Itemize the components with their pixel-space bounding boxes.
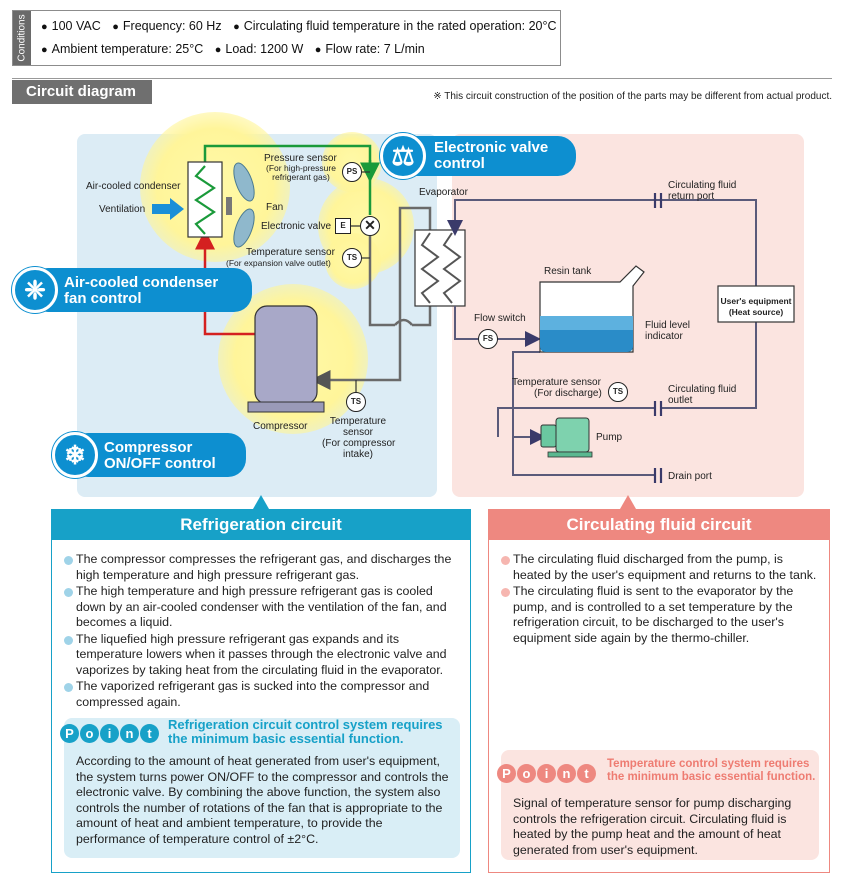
refrigeration-bullets: The compressor compresses the refrigeran…	[64, 552, 460, 711]
label-users-equipment: User's equipment (Heat source)	[720, 296, 792, 317]
bubble-compressor-text: Compressor ON/OFF control	[104, 439, 216, 472]
label-air-cooled-condenser: Air-cooled condenser	[86, 181, 181, 192]
ts-discharge-symbol: TS	[608, 382, 628, 402]
evaporator	[414, 229, 466, 307]
label-fan: Fan	[266, 202, 284, 213]
fan-icon: ❈	[12, 267, 58, 313]
electronic-valve-symbol: ✕	[360, 216, 380, 236]
refrigeration-panel: Refrigeration circuit The compressor com…	[51, 509, 471, 873]
ts-compressor-symbol: TS	[346, 392, 366, 412]
refrigerant-pipes	[310, 206, 432, 390]
list-item: The circulating fluid is sent to the eva…	[501, 584, 819, 646]
circulating-panel: Circulating fluid circuit The circulatin…	[488, 509, 830, 873]
label-drain-port: Drain port	[668, 471, 712, 482]
label-electronic-valve: Electronic valve	[261, 221, 332, 232]
list-item: The circulating fluid discharged from th…	[501, 552, 819, 583]
condition-item: Load: 1200 W	[215, 42, 304, 56]
label-temp-sensor-compressor: Temperature sensor (For compressor intak…	[322, 416, 396, 460]
circulating-point-body: Signal of temperature sensor for pump di…	[513, 796, 792, 857]
section-note: ※ This circuit construction of the posit…	[433, 91, 832, 102]
label-circ-return: Circulating fluid return port	[668, 180, 737, 202]
label-pressure-sensor: Pressure sensor	[264, 153, 337, 164]
resin-tank	[539, 265, 645, 353]
condition-item: 100 VAC	[41, 19, 101, 33]
conditions-line-1: 100 VAC Frequency: 60 Hz Circulating flu…	[41, 19, 565, 33]
ventilation-arrow	[152, 198, 184, 220]
section-title: Circuit diagram	[12, 80, 152, 104]
fan-icon	[226, 162, 255, 248]
section-rule	[12, 78, 832, 79]
electronic-valve-control-bubble: ⚖ Electronic valve control	[380, 133, 576, 179]
label-temp-sensor-expansion-sub: (For expansion valve outlet)	[226, 258, 331, 268]
list-item: The compressor compresses the refrigeran…	[64, 552, 460, 583]
refrigeration-pointer	[253, 495, 269, 509]
label-temp-sensor-discharge-sub: (For discharge)	[534, 388, 602, 399]
refrigeration-point-box: P o i n t Refrigeration circuit control …	[60, 717, 460, 858]
refrigeration-title: Refrigeration circuit	[52, 510, 470, 540]
label-temp-sensor-expansion: Temperature sensor	[246, 247, 335, 258]
condition-item: Circulating fluid temperature in the rat…	[233, 19, 556, 33]
label-flow-switch: Flow switch	[474, 313, 526, 324]
list-item: The high temperature and high pressure r…	[64, 584, 460, 631]
refrigeration-point-body: According to the amount of heat generate…	[76, 754, 449, 846]
conditions-line-2: Ambient temperature: 25°C Load: 1200 W F…	[41, 42, 433, 56]
bubble-valve-text: Electronic valve control	[434, 139, 549, 172]
circulating-title: Circulating fluid circuit	[489, 510, 829, 540]
air-cooled-condenser	[187, 161, 223, 238]
users-equipment-box	[717, 285, 795, 323]
ts-expansion-symbol: TS	[342, 248, 362, 268]
circulating-point-box: P o i n t Temperature control system req…	[497, 750, 819, 860]
label-evaporator: Evaporator	[419, 187, 468, 198]
list-item: The vaporized refrigerant gas is sucked …	[64, 679, 460, 710]
condition-item: Flow rate: 7 L/min	[315, 42, 425, 56]
list-item: The liquefied high pressure refrigerant …	[64, 632, 460, 679]
circulating-point-title: Temperature control system requires the …	[607, 758, 816, 783]
label-pressure-sensor-sub: (For high-pressure refrigerant gas)	[266, 163, 336, 182]
label-resin-tank: Resin tank	[544, 266, 592, 277]
label-ventilation: Ventilation	[99, 204, 146, 215]
point-badge: P o i n t	[497, 764, 597, 783]
connector	[262, 490, 320, 502]
label-fluid-level: Fluid level indicator	[645, 320, 691, 342]
compressor	[247, 305, 325, 413]
valve-icon: ⚖	[380, 133, 426, 179]
point-badge: P o i n t	[60, 724, 160, 743]
circulating-bullets: The circulating fluid discharged from th…	[501, 552, 819, 647]
condition-item: Ambient temperature: 25°C	[41, 42, 203, 56]
fan-control-bubble: ❈ Air-cooled condenser fan control	[12, 267, 252, 313]
compressor-control-bubble: ❄ Compressor ON/OFF control	[52, 432, 246, 478]
condition-item: Frequency: 60 Hz	[112, 19, 221, 33]
snowflake-icon: ❄	[52, 432, 98, 478]
label-circ-outlet: Circulating fluid outlet	[668, 384, 737, 406]
bubble-fan-text: Air-cooled condenser fan control	[64, 274, 219, 307]
label-pump: Pump	[596, 432, 623, 443]
conditions-tab: Conditions	[13, 11, 31, 65]
conditions-box: Conditions 100 VAC Frequency: 60 Hz Circ…	[12, 10, 561, 66]
label-compressor: Compressor	[253, 421, 308, 432]
label-temp-sensor-discharge: Temperature sensor	[512, 377, 601, 388]
flow-switch-symbol: FS	[478, 329, 498, 349]
pump	[540, 417, 593, 458]
ports	[653, 193, 663, 483]
circulating-pointer	[620, 495, 636, 509]
refrigeration-point-title: Refrigeration circuit control system req…	[168, 717, 443, 746]
electronic-valve-actuator: E	[335, 218, 351, 234]
pressure-sensor-symbol: PS	[342, 162, 362, 182]
